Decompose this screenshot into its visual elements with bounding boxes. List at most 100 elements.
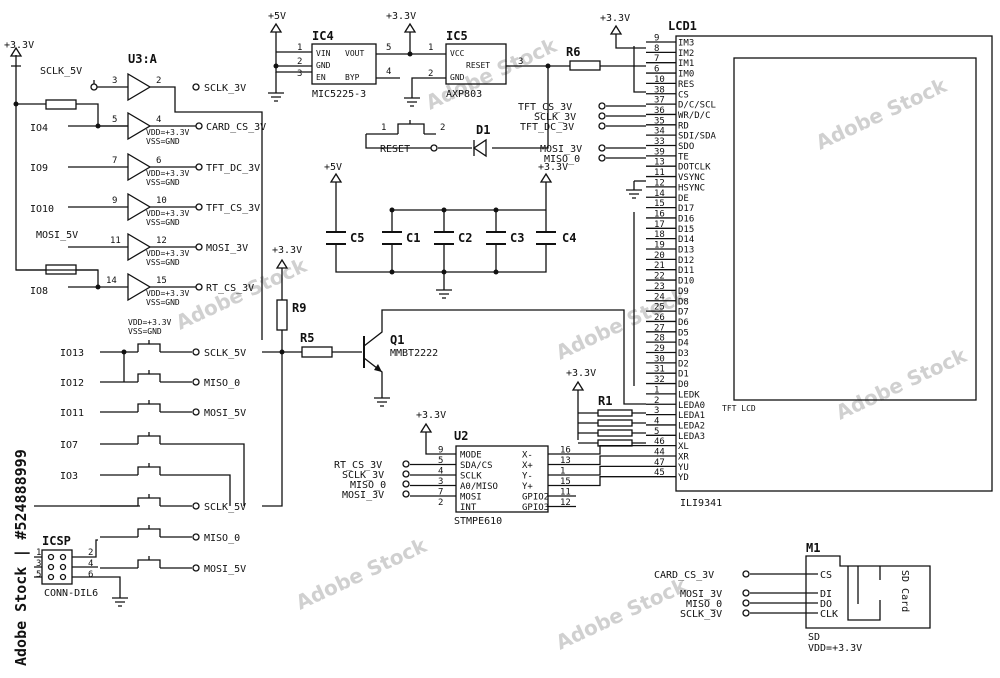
lcd-pin-number: 25 — [654, 303, 665, 313]
u2-right-signal: GPIO2 — [522, 493, 549, 503]
button-net-label: SCLK_5V — [204, 348, 246, 359]
u3-buffer-block: U3:A SCLK_5V 3 2 SCLK_3V IO4 5 4 CARD_CS… — [13, 52, 266, 340]
ic5-reset-supervisor: IC5 VCC RESET GND 1 2 3 AXP803 R6 — [404, 29, 646, 149]
icsp-ref: ICSP — [42, 534, 71, 548]
svg-text:VSS=GND: VSS=GND — [146, 137, 180, 146]
svg-text:10: 10 — [156, 196, 167, 206]
u2-left-signal: MOSI — [460, 493, 482, 503]
svg-text:2: 2 — [88, 548, 93, 558]
m1-sub: SD — [808, 632, 820, 643]
r6-resistor — [569, 60, 601, 71]
mosi3v-label: MOSI_3V — [206, 243, 248, 254]
pushbutton — [137, 432, 161, 444]
lcd-pin-number: 6 — [654, 65, 659, 75]
svg-text:C3: C3 — [510, 231, 524, 245]
lcd-pin-signal: D12 — [678, 256, 694, 266]
lcd-pin-number: 27 — [654, 323, 665, 333]
lcd-pin-signal: LEDA3 — [678, 432, 705, 442]
svg-text:3: 3 — [297, 69, 302, 79]
io10-label: IO10 — [30, 204, 54, 215]
lcd-pin-signal: D11 — [678, 266, 694, 276]
svg-text:CS: CS — [820, 570, 832, 581]
lcd-pin-number: 11 — [654, 168, 665, 178]
svg-text:VOUT: VOUT — [345, 49, 364, 58]
lcd-pin-signal: LEDA2 — [678, 421, 705, 431]
lcd-pin-number: 30 — [654, 354, 665, 364]
svg-text:CLK: CLK — [820, 609, 838, 620]
lcd-pin-number: 47 — [654, 458, 665, 468]
pushbutton — [137, 463, 161, 475]
svg-text:5: 5 — [36, 570, 41, 580]
lcd-pin-signal: D3 — [678, 349, 689, 359]
u2-right-signal: Y+ — [522, 482, 533, 492]
v33-label-ic4: +3.3V — [386, 11, 416, 22]
lcd1-part: ILI9341 — [680, 498, 722, 509]
svg-text:15: 15 — [156, 276, 167, 286]
u2-right-pin: 1 — [560, 467, 565, 477]
pushbutton — [137, 525, 161, 537]
u2-left-signal: A0/MISO — [460, 482, 498, 492]
lcd-pin-signal: D16 — [678, 214, 694, 224]
svg-text:SCLK_3V: SCLK_3V — [342, 470, 384, 481]
svg-text:1: 1 — [428, 43, 433, 53]
icsp-part: CONN-DIL6 — [44, 588, 98, 599]
lcd-pin-number: 8 — [654, 44, 659, 54]
lcd-pin-signal: D6 — [678, 318, 689, 328]
mosi5v-in-label: MOSI_5V — [36, 230, 78, 241]
lcd-pin-signal: D2 — [678, 359, 689, 369]
svg-text:VIN: VIN — [316, 49, 331, 58]
tftdc3v-label: TFT_DC_3V — [206, 163, 260, 174]
u2-left-pin: 5 — [438, 456, 443, 466]
lcd-pin-signal: D7 — [678, 308, 689, 318]
svg-text:1: 1 — [297, 43, 302, 53]
lcd-pin-signal: D5 — [678, 328, 689, 338]
capacitor-bank: +5V +3.3V C5 C1 C2 C3 C4 — [324, 162, 576, 299]
stock-id: Adobe Stock | #524888999 — [12, 449, 31, 666]
u2-right-signal: Y- — [522, 472, 533, 482]
lcd-pin-number: 14 — [654, 189, 665, 199]
svg-text:TFT_DC_3V: TFT_DC_3V — [520, 122, 574, 133]
button-io-label: IO13 — [60, 348, 84, 359]
r1-array: +3.3V R1 — [566, 368, 646, 447]
m1-ref: M1 — [806, 541, 820, 555]
u2-left-pin: 3 — [438, 477, 443, 487]
button-net-label: SCLK_5V — [204, 502, 246, 513]
q1-label: Q1 — [390, 333, 404, 347]
lcd-pin-signal: D0 — [678, 380, 689, 390]
svg-text:DO: DO — [820, 599, 832, 610]
lcd-pin-number: 32 — [654, 375, 665, 385]
u2-right-signal: X- — [522, 451, 533, 461]
sclk3v-out-label: SCLK_3V — [204, 83, 246, 94]
lcd-pin-signal: D17 — [678, 204, 694, 214]
svg-text:6: 6 — [156, 156, 161, 166]
button-net-label: MOSI_5V — [204, 408, 246, 419]
button-net-label: MISO_0 — [204, 533, 240, 544]
svg-text:9: 9 — [112, 196, 117, 206]
svg-text:CARD_CS_3V: CARD_CS_3V — [654, 570, 714, 581]
u2-right-pin: 11 — [560, 488, 571, 498]
button-io-label: IO11 — [60, 408, 84, 419]
watermark-text: Adobe Stock — [832, 343, 971, 425]
svg-text:3: 3 — [36, 559, 41, 569]
left-power-rail: +3.3V — [4, 40, 128, 287]
lcd-pin-number: 33 — [654, 137, 665, 147]
watermark-text: Adobe Stock — [292, 533, 431, 615]
svg-text:2: 2 — [297, 57, 302, 67]
lcd-pin-signal: CS — [678, 90, 689, 100]
lcd-pin-signal: LEDA1 — [678, 411, 705, 421]
button-net-label: MOSI_5V — [204, 564, 246, 575]
svg-text:VDD=+3.3V: VDD=+3.3V — [146, 209, 190, 218]
lcd-pin-number: 39 — [654, 147, 665, 157]
svg-text:BYP: BYP — [345, 73, 360, 82]
r9-label: R9 — [292, 301, 306, 315]
svg-text:GND: GND — [316, 61, 331, 70]
lcd1-body — [675, 35, 993, 492]
svg-text:VDD=+3.3V: VDD=+3.3V — [128, 318, 172, 327]
v33-q1-label: +3.3V — [272, 245, 302, 256]
ic4-part: MIC5225-3 — [312, 89, 366, 100]
tftcs3v-label: TFT_CS_3V — [206, 203, 260, 214]
lcd-pin-number: 23 — [654, 282, 665, 292]
